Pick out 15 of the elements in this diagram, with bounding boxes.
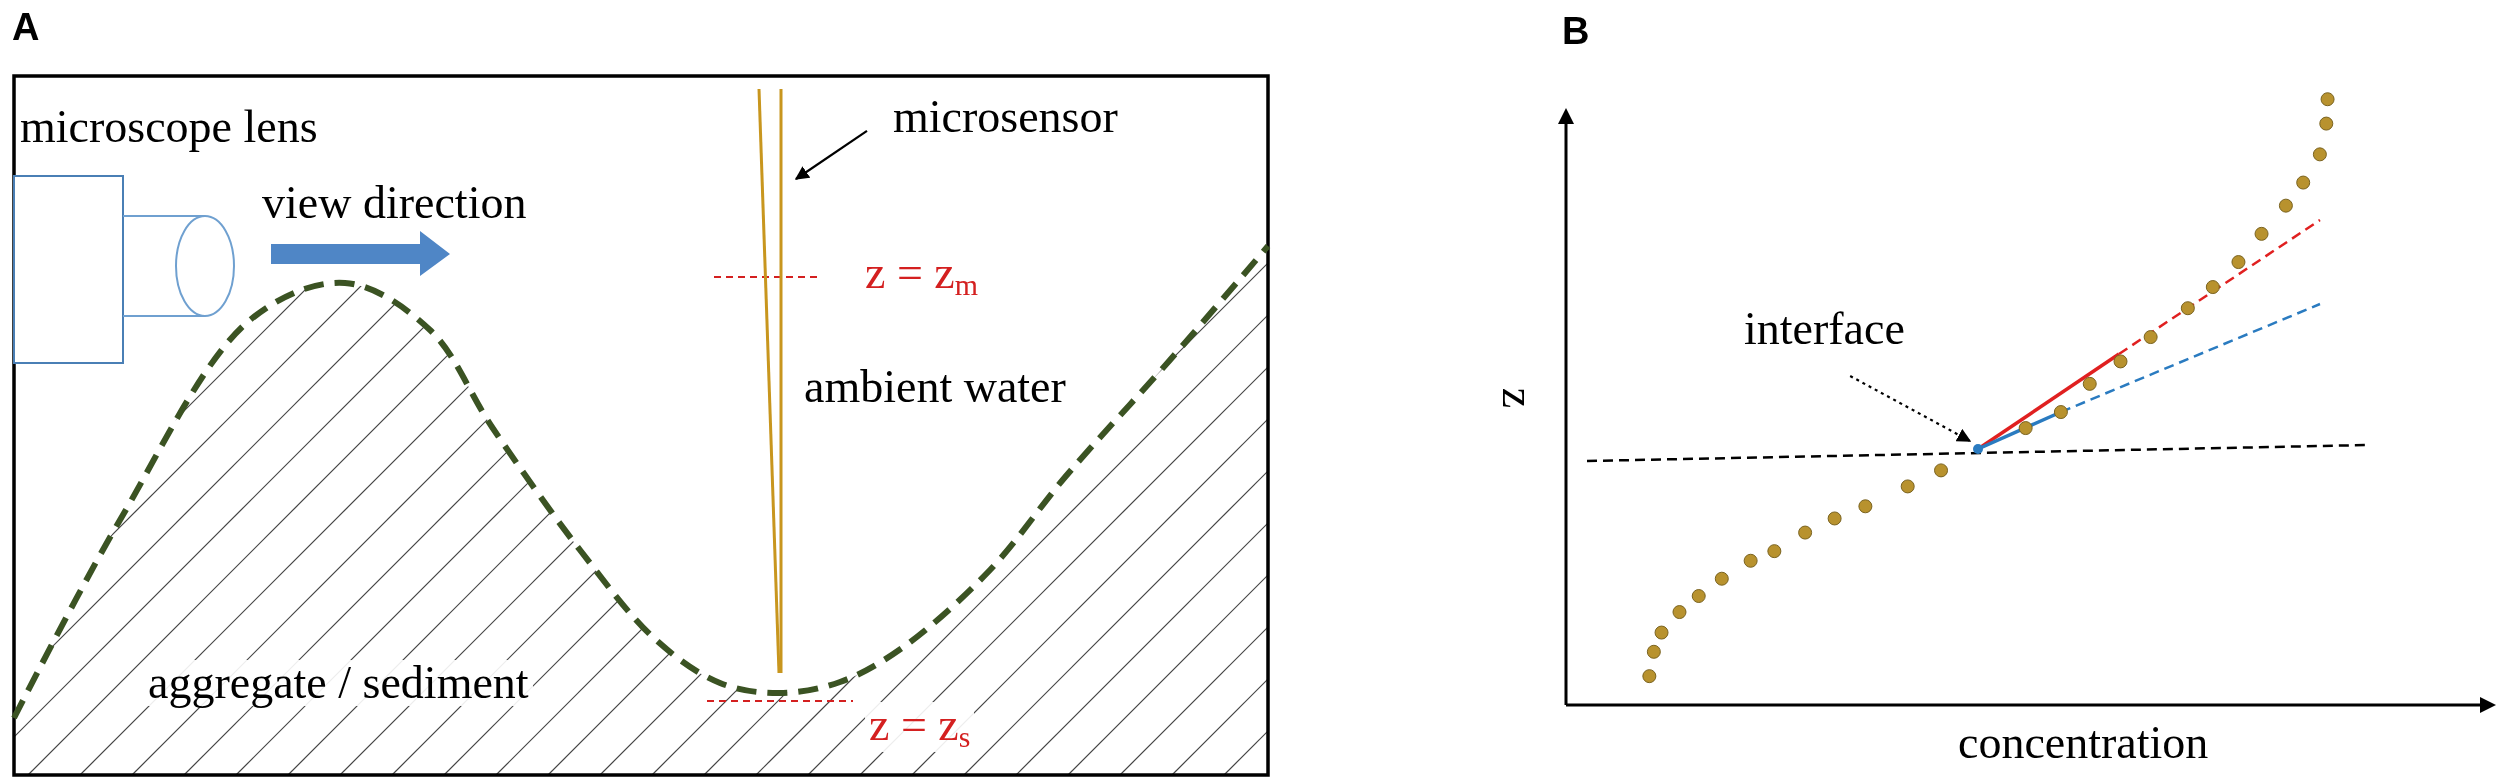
depth-label: z = z$_{s}$ bbox=[865, 702, 975, 753]
axis-label: concentration bbox=[1958, 720, 2209, 766]
node-label: interface bbox=[1744, 306, 1905, 352]
node-label: microsensor bbox=[893, 94, 1118, 140]
panel-label: A bbox=[12, 8, 40, 46]
panel-label: B bbox=[1562, 12, 1590, 50]
part-label: microscope lens bbox=[20, 104, 318, 150]
depth-label: z = z$_{m}$ bbox=[865, 250, 979, 301]
interface-point bbox=[1973, 444, 1983, 454]
axis-label: z bbox=[1495, 387, 1542, 409]
direction-label: view direction bbox=[262, 180, 527, 226]
microsensor-needle bbox=[757, 88, 783, 674]
leader-line bbox=[1849, 375, 1972, 442]
leader-line bbox=[794, 129, 868, 180]
region-label: ambient water bbox=[804, 364, 1066, 410]
